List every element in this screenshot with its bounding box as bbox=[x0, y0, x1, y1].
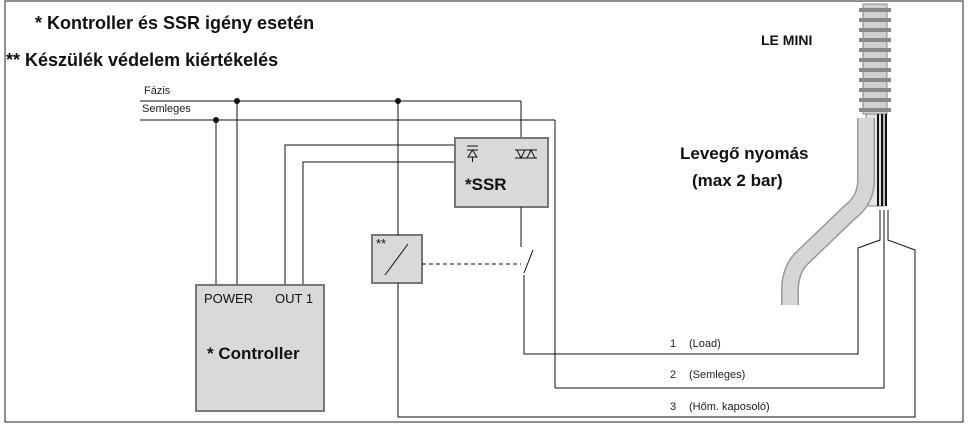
triac-icon bbox=[515, 148, 537, 160]
air-hose bbox=[782, 118, 874, 305]
ssr-box bbox=[454, 137, 549, 208]
air-pressure-line2: (max 2 bar) bbox=[692, 171, 783, 190]
neutral-heater-wire bbox=[555, 210, 885, 389]
controller-name: * Controller bbox=[207, 344, 300, 363]
switch-contact-icon bbox=[523, 249, 534, 274]
output-1-label: (Load) bbox=[689, 338, 721, 350]
output-2-label: (Semleges) bbox=[689, 369, 745, 381]
ssr-name: *SSR bbox=[465, 175, 507, 194]
heater-name: LE MINI bbox=[761, 32, 812, 48]
phase-label: Fázis bbox=[144, 85, 171, 97]
note-controller-ssr: * Kontroller és SSR igény esetén bbox=[35, 13, 314, 33]
neutral-label: Semleges bbox=[142, 103, 191, 115]
heater-thread-icon bbox=[859, 3, 891, 115]
thermocouple-wire bbox=[397, 210, 916, 418]
output-1-number: 1 bbox=[670, 338, 676, 350]
note-protection: ** Készülék védelem kiértékelés bbox=[6, 50, 278, 70]
controller-out-wire-2 bbox=[302, 161, 472, 285]
output-3-number: 3 bbox=[670, 401, 676, 413]
protection-slash-icon bbox=[384, 243, 409, 276]
controller-out-wire-1 bbox=[284, 144, 472, 285]
output-2-number: 2 bbox=[670, 369, 676, 381]
controller-out-label: OUT 1 bbox=[275, 291, 313, 306]
air-pressure-line1: Levegő nyomás bbox=[680, 144, 809, 163]
outer-frame bbox=[4, 0, 964, 423]
controller-box bbox=[195, 284, 325, 412]
load-wire bbox=[523, 210, 881, 355]
protection-label: ** bbox=[376, 236, 386, 251]
output-3-label: (Hőm. kaposoló) bbox=[689, 401, 770, 413]
controller-power-label: POWER bbox=[204, 291, 253, 306]
protection-box bbox=[371, 234, 423, 284]
diode-icon bbox=[467, 145, 478, 162]
